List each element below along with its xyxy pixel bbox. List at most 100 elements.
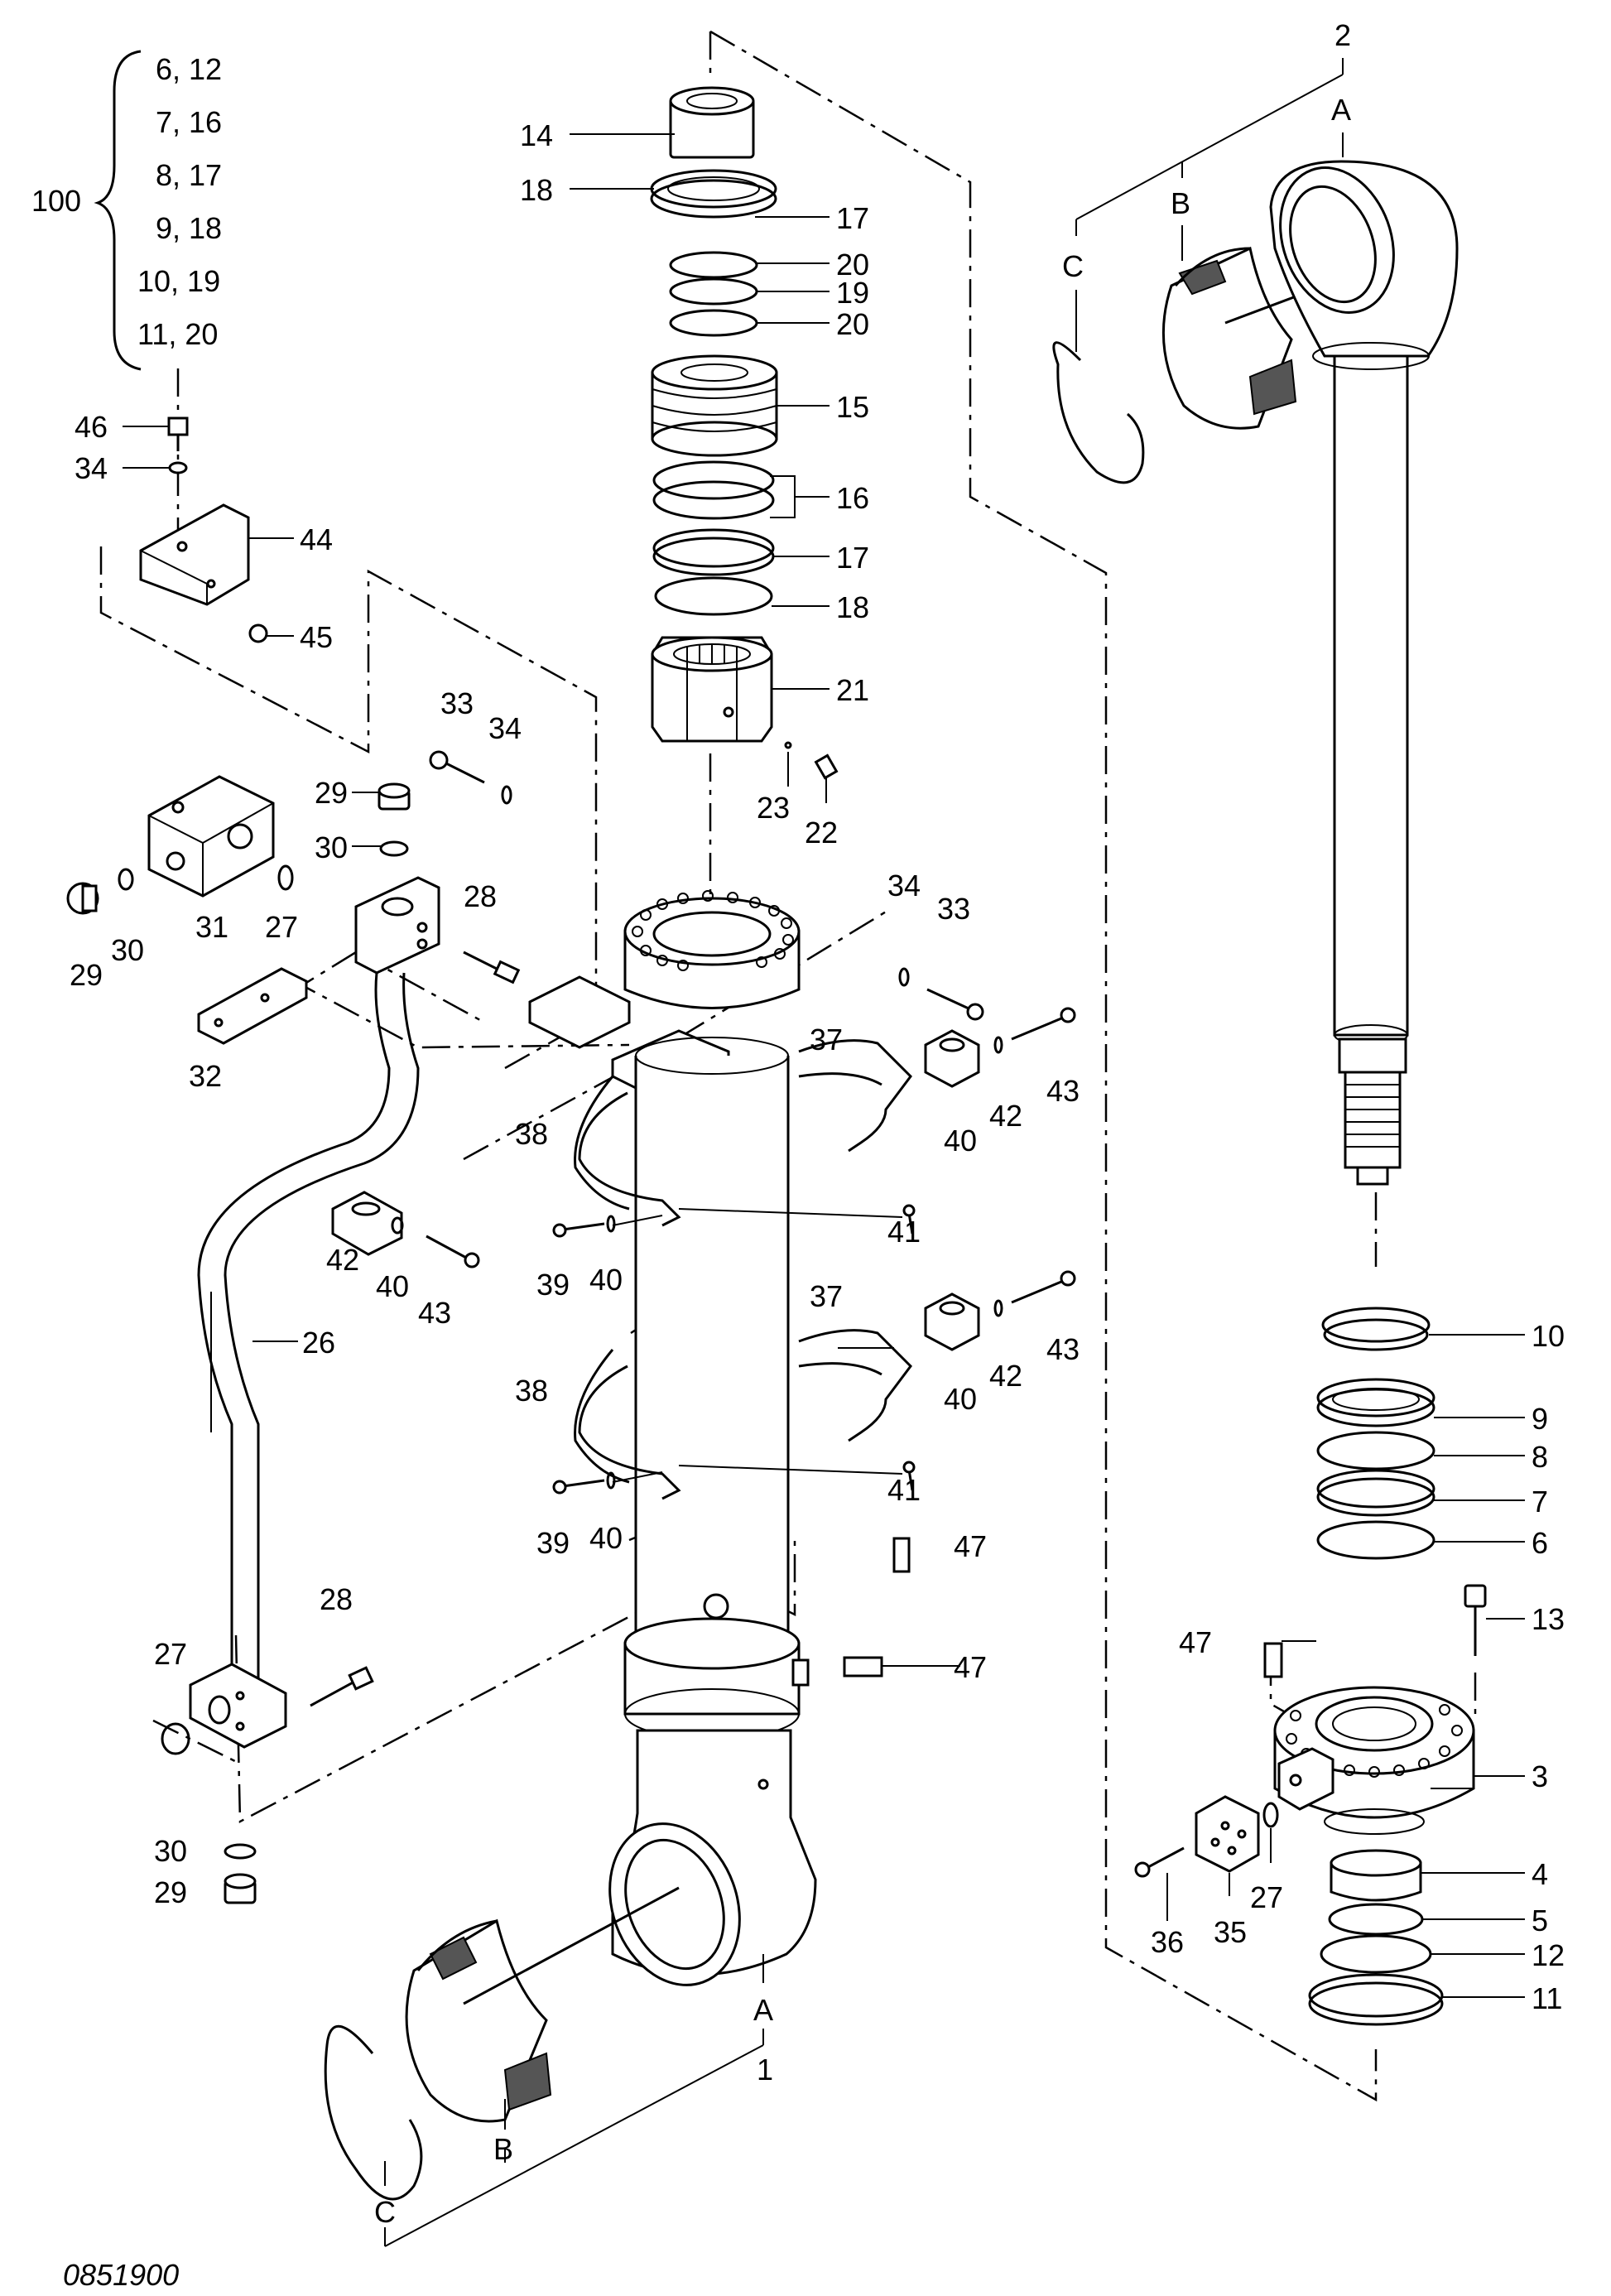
part-number-label: 14 <box>520 118 553 152</box>
wiper-ring <box>650 169 777 219</box>
band-clamps <box>552 1039 916 1500</box>
group-item: 6, 12 <box>156 52 222 86</box>
part-number-label: 27 <box>1250 1880 1283 1914</box>
cylinder-tube-1 <box>528 890 817 1986</box>
part-number-label: 28 <box>320 1582 353 1616</box>
bushing-bottom <box>405 1886 680 2123</box>
part-number-label: 35 <box>1214 1915 1247 1949</box>
part-number-label: 26 <box>302 1326 335 1360</box>
flange-bolt-holes <box>632 890 794 971</box>
bolt-13 <box>1464 1584 1487 1656</box>
part-number-label: 12 <box>1532 1938 1565 1972</box>
part-labels: 2 A B C 14 18 17 20 19 20 15 16 17 18 21… <box>70 18 1565 2229</box>
group-item: 11, 20 <box>137 317 218 351</box>
part-number-label: 28 <box>464 879 497 913</box>
reference-letter-label: A <box>753 1993 773 2027</box>
part-number-label: 38 <box>515 1374 548 1408</box>
part-number-label: 31 <box>195 910 228 944</box>
ref-bracket-bottom <box>384 1954 764 2247</box>
part-number-label: 15 <box>836 390 869 424</box>
ring-20 <box>669 309 758 337</box>
setscrew-22 <box>814 753 839 780</box>
reference-letter-label: C <box>374 2195 396 2229</box>
part-number-label: 20 <box>836 307 869 341</box>
part-number-label: 37 <box>810 1023 843 1057</box>
part-number-label: 39 <box>536 1526 570 1560</box>
part-number-label: 30 <box>315 830 348 864</box>
part-number-label: 43 <box>1046 1332 1080 1366</box>
group-item: 8, 17 <box>156 158 222 192</box>
part-number-label: 2 <box>1334 18 1351 52</box>
part-number-label: 18 <box>520 173 553 207</box>
oring-27 <box>161 1722 190 1755</box>
part-number-label: 34 <box>488 711 522 745</box>
part-number-label: 30 <box>111 933 144 967</box>
part-number-label: 4 <box>1532 1857 1548 1891</box>
leader-lines <box>123 133 1525 1998</box>
part-number-label: 46 <box>75 410 108 444</box>
part-number-label: 34 <box>887 869 921 903</box>
piston-3 <box>1273 1686 1475 1835</box>
oring-27 <box>1262 1802 1279 1828</box>
part-number-label: 23 <box>757 791 790 825</box>
part-number-label: 40 <box>589 1263 623 1297</box>
part-number-label: 33 <box>440 686 474 720</box>
ring-17 <box>652 528 775 576</box>
part-number-label: 47 <box>954 1650 987 1684</box>
ring-18 <box>654 576 773 616</box>
bushing-top <box>1161 246 1359 430</box>
reference-letter-label: C <box>1062 249 1084 283</box>
part-number-label: 16 <box>836 481 869 515</box>
piston-seals <box>1316 1307 1435 1560</box>
part-number-label: 18 <box>836 590 869 624</box>
ref-bracket-top <box>1075 58 1344 352</box>
bolt-36 <box>1146 1846 1185 1870</box>
part-number-label: 42 <box>989 1359 1022 1393</box>
part-number-label: 21 <box>836 673 869 707</box>
oring-30 <box>224 1843 257 1860</box>
part-number-label: 22 <box>805 816 838 850</box>
part-number-label: 36 <box>1151 1925 1184 1959</box>
part-number-label: 41 <box>887 1215 921 1249</box>
part-number-label: 42 <box>989 1099 1022 1133</box>
part-number-label: 17 <box>836 541 869 575</box>
part-number-label: 47 <box>1179 1625 1212 1659</box>
reference-letter-label: B <box>1171 186 1190 220</box>
part-number-label: 19 <box>836 276 869 310</box>
part-number-label: 40 <box>589 1521 623 1555</box>
oring-30 <box>118 868 134 891</box>
group-item: 10, 19 <box>137 264 220 298</box>
part-number-label: 17 <box>836 201 869 235</box>
part-number-label: 27 <box>154 1637 187 1671</box>
part-number-label: 40 <box>944 1382 977 1416</box>
plug-29 <box>66 882 99 915</box>
ring-16 <box>652 480 775 520</box>
part-number-label: 32 <box>189 1059 222 1093</box>
packing-15 <box>651 354 778 457</box>
part-number-label: 13 <box>1532 1602 1565 1636</box>
bushing-14 <box>669 86 755 159</box>
oring-30 <box>379 840 409 857</box>
block-35 <box>1195 1795 1260 1873</box>
snap-ring-bottom <box>324 2024 423 2201</box>
bolt-36-head <box>1134 1861 1151 1878</box>
part-number-label: 43 <box>418 1296 451 1330</box>
group-item: 7, 16 <box>156 105 222 139</box>
part-number-label: 30 <box>154 1834 187 1868</box>
snap-ring-top <box>1052 341 1145 484</box>
ring-20 <box>669 251 758 279</box>
part-number-label: 40 <box>944 1124 977 1158</box>
part-number-label: 20 <box>836 248 869 282</box>
part-number-label: 8 <box>1532 1440 1548 1474</box>
part-number-label: 38 <box>515 1117 548 1151</box>
pipe-and-blocks <box>66 416 1283 1904</box>
part-number-label: 3 <box>1532 1759 1548 1793</box>
gland-stack <box>650 86 839 780</box>
piston-rings-lower <box>1308 1849 1444 2026</box>
part-number-label: 41 <box>887 1473 921 1507</box>
part-number-label: 44 <box>300 522 333 556</box>
part-number-label: 29 <box>315 776 348 810</box>
part-number-label: 42 <box>326 1243 359 1277</box>
